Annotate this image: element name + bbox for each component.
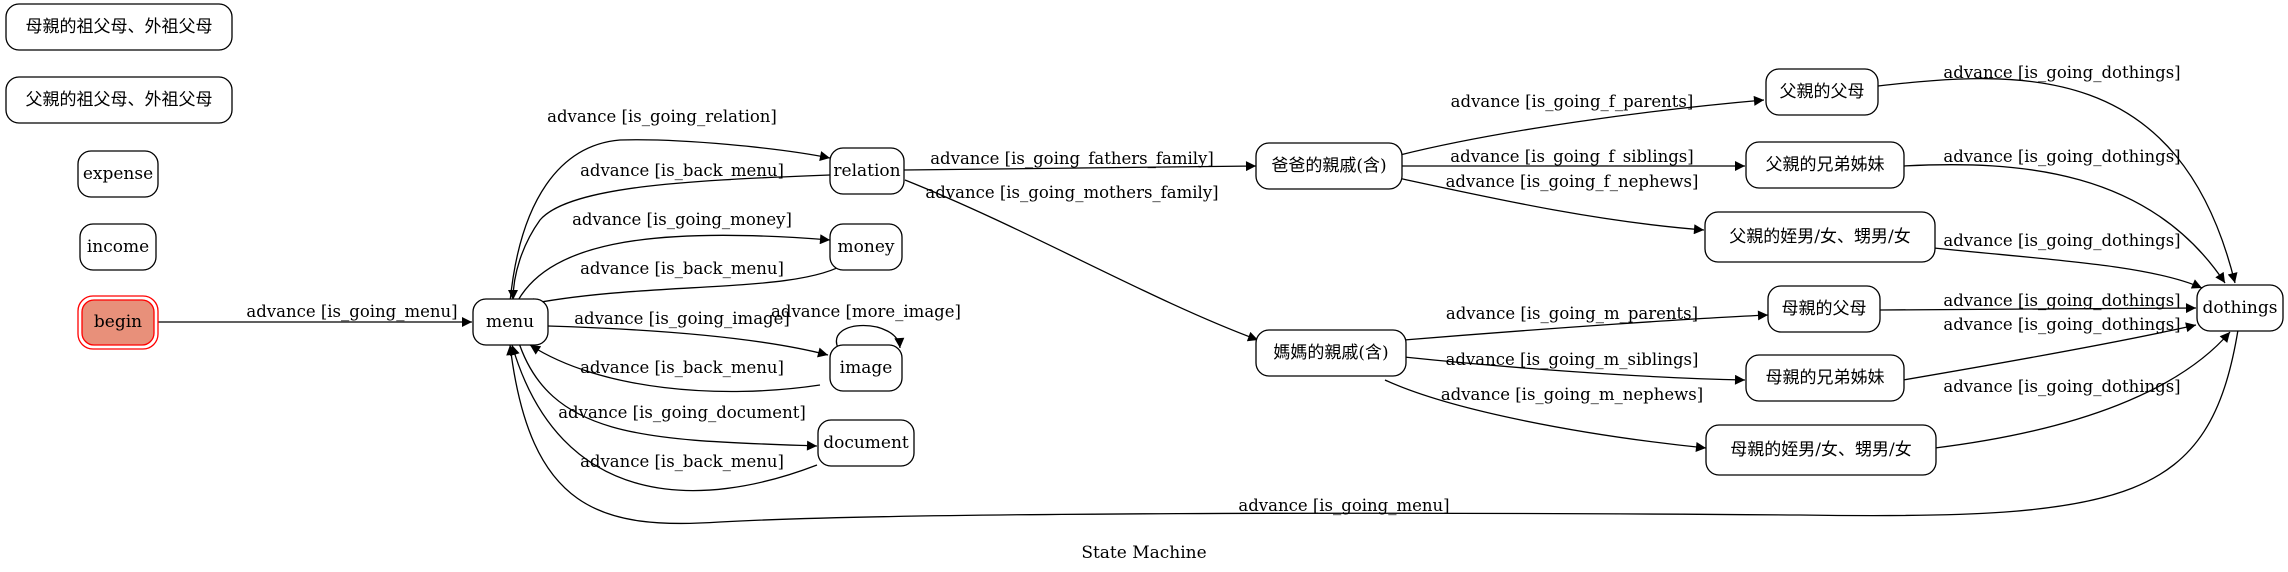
edge-mom-msiblings bbox=[1403, 356, 1746, 385]
edge-label-mnephews-do: advance [is_going_dothings] bbox=[1943, 377, 2180, 396]
edge-menu-document bbox=[517, 339, 818, 451]
label-mom-family: 媽媽的親戚(含) bbox=[1273, 343, 1388, 363]
node-image bbox=[829, 344, 903, 392]
node-dad-family bbox=[1255, 142, 1403, 190]
edge-label-fparents-do: advance [is_going_dothings] bbox=[1943, 63, 2180, 82]
edge-mparents-do bbox=[1879, 303, 2197, 314]
edge-label-mparents-do: advance [is_going_dothings] bbox=[1943, 291, 2180, 310]
edge-label-menu-money: advance [is_going_money] bbox=[572, 210, 792, 229]
edge-label-fnephews-do: advance [is_going_dothings] bbox=[1943, 231, 2180, 250]
edge-image-menu bbox=[529, 344, 821, 393]
edge-menu-relation bbox=[509, 139, 831, 303]
label-m-parents: 母親的父母 bbox=[1782, 299, 1867, 319]
node-dothings bbox=[2196, 284, 2284, 332]
edge-label-relation-mom: advance [is_going_mothers_family] bbox=[925, 183, 1218, 202]
edge-label-image-self: advance [more_image] bbox=[771, 302, 961, 321]
edge-label-relation-dad: advance [is_going_fathers_family] bbox=[930, 149, 1214, 168]
edge-fsiblings-do bbox=[1902, 164, 2226, 284]
node-money bbox=[829, 223, 903, 271]
label-income: income bbox=[87, 237, 149, 257]
edge-label-dad-fsiblings: advance [is_going_f_siblings] bbox=[1450, 147, 1693, 166]
edge-label-dad-fparents: advance [is_going_f_parents] bbox=[1451, 92, 1694, 111]
edge-image-self bbox=[835, 324, 905, 349]
label-f-parents: 父親的父母 bbox=[1780, 82, 1865, 102]
edge-label-mom-mnephews: advance [is_going_m_nephews] bbox=[1441, 385, 1703, 404]
edge-dothings-menu bbox=[506, 329, 2239, 525]
label-menu: menu bbox=[486, 312, 534, 332]
edge-label-money-menu: advance [is_back_menu] bbox=[580, 259, 784, 278]
edge-label-dad-fnephews: advance [is_going_f_nephews] bbox=[1446, 172, 1699, 191]
edge-label-menu-relation: advance [is_going_relation] bbox=[547, 107, 777, 126]
label-document: document bbox=[823, 433, 909, 453]
label-image: image bbox=[840, 358, 893, 378]
edge-label-menu-image: advance [is_going_image] bbox=[574, 309, 790, 328]
node-grandparents-mother bbox=[5, 3, 233, 51]
node-grandparents-father bbox=[5, 76, 233, 124]
node-document bbox=[817, 419, 915, 467]
edge-dad-fnephews bbox=[1397, 177, 1705, 235]
edge-relation-menu bbox=[508, 174, 831, 301]
edge-document-menu bbox=[510, 344, 818, 492]
node-m-nephews bbox=[1705, 424, 1937, 476]
edge-fparents-do bbox=[1877, 78, 2238, 284]
edge-menu-money bbox=[514, 234, 831, 307]
node-menu bbox=[472, 298, 549, 346]
node-begin bbox=[81, 299, 155, 346]
edge-relation-mom bbox=[904, 179, 1259, 342]
label-f-nephews: 父親的姪男/女、甥男/女 bbox=[1729, 227, 1910, 247]
node-relation bbox=[829, 147, 905, 195]
node-mom-family bbox=[1255, 329, 1407, 377]
edge-label-mom-msiblings: advance [is_going_m_siblings] bbox=[1446, 350, 1699, 369]
node-begin-outer bbox=[77, 295, 159, 350]
edge-menu-image bbox=[547, 325, 829, 358]
edge-label-dothings-menu: advance [is_going_menu] bbox=[1238, 496, 1449, 515]
edge-fnephews-do bbox=[1933, 247, 2203, 289]
label-f-siblings: 父親的兄弟姊妹 bbox=[1766, 155, 1885, 175]
edge-msiblings-do bbox=[1902, 322, 2197, 381]
label-expense: expense bbox=[83, 164, 153, 184]
node-expense bbox=[77, 150, 159, 198]
edge-label-document-menu: advance [is_back_menu] bbox=[580, 452, 784, 471]
diagram-caption: State Machine bbox=[1081, 543, 1206, 563]
edge-mnephews-do bbox=[1934, 331, 2231, 449]
edge-dad-fparents bbox=[1399, 95, 1765, 156]
edge-money-menu bbox=[524, 261, 849, 308]
label-m-siblings: 母親的兄弟姊妹 bbox=[1766, 368, 1885, 388]
node-m-siblings bbox=[1745, 354, 1905, 402]
label-m-nephews: 母親的姪男/女、甥男/女 bbox=[1730, 440, 1911, 460]
label-begin: begin bbox=[94, 312, 142, 332]
label-grandparents-father: 父親的祖父母、外祖父母 bbox=[26, 90, 213, 110]
edge-relation-dad bbox=[903, 161, 1257, 172]
edge-mom-mnephews bbox=[1384, 379, 1707, 452]
label-dad-family: 爸爸的親戚(含) bbox=[1271, 156, 1386, 176]
edge-label-image-menu: advance [is_back_menu] bbox=[580, 358, 784, 377]
edge-label-begin-menu: advance [is_going_menu] bbox=[246, 302, 457, 321]
node-f-parents bbox=[1765, 68, 1879, 116]
edge-label-msiblings-do: advance [is_going_dothings] bbox=[1943, 315, 2180, 334]
edge-label-fsiblings-do: advance [is_going_dothings] bbox=[1943, 147, 2180, 166]
node-f-siblings bbox=[1745, 141, 1905, 189]
label-grandparents-mother: 母親的祖父母、外祖父母 bbox=[26, 17, 213, 37]
edge-label-mom-mparents: advance [is_going_m_parents] bbox=[1446, 304, 1698, 323]
node-m-parents bbox=[1767, 285, 1881, 333]
node-f-nephews bbox=[1704, 211, 1936, 263]
edge-label-relation-menu: advance [is_back_menu] bbox=[580, 161, 784, 180]
edge-mom-mparents bbox=[1403, 310, 1769, 341]
node-income bbox=[79, 223, 157, 271]
label-dothings: dothings bbox=[2203, 298, 2278, 318]
label-relation: relation bbox=[833, 161, 900, 181]
edge-label-menu-document: advance [is_going_document] bbox=[558, 403, 806, 422]
label-money: money bbox=[838, 237, 895, 257]
